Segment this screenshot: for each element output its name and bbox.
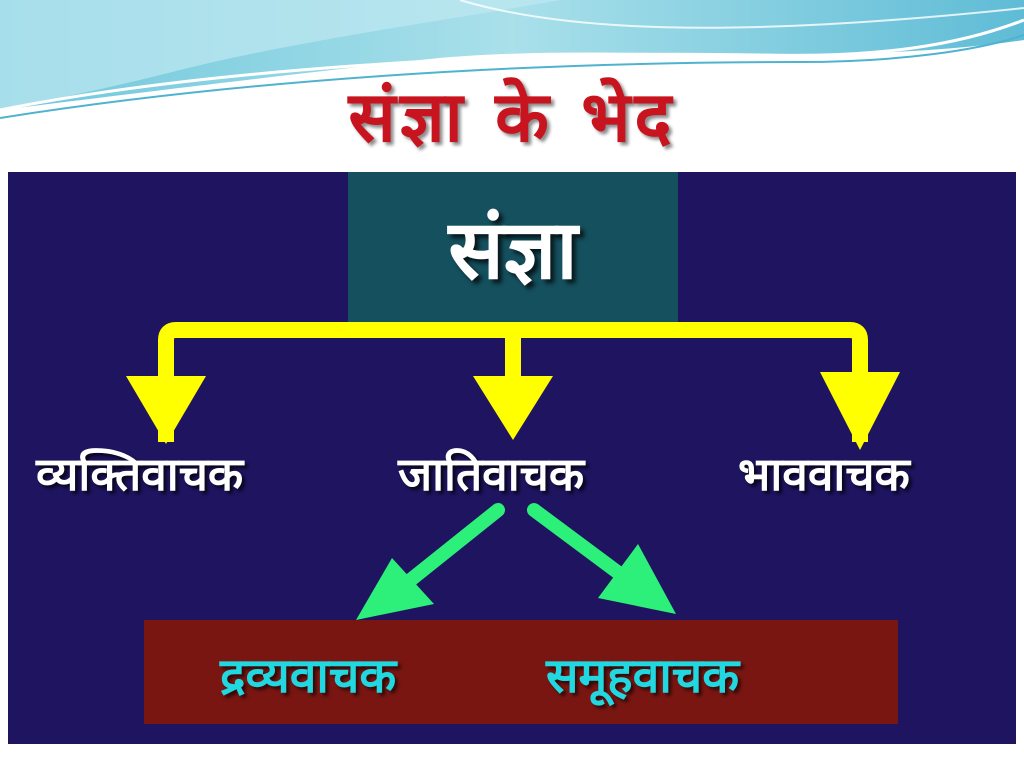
root-label: संज्ञा [448,203,578,298]
subtype-box: द्रव्यवाचक समूहवाचक [144,620,898,724]
green-arrow-left [356,503,505,620]
root-node: संज्ञा [348,172,678,322]
type-label-bhavvachak: भाववाचक [738,447,910,501]
diagram-panel: संज्ञा व्यक्तिवाचक जातिवाचक भाववाचक [8,172,1016,744]
yellow-connector [158,322,868,442]
type-label-vyaktivachak: व्यक्तिवाचक [36,447,244,501]
subtype-label-samoohvachak: समूहवाचक [546,648,740,704]
subtype-label-dravyavachak: द्रव्यवाचक [220,648,397,704]
green-arrow-right [527,503,676,614]
decorative-waves [0,0,1024,119]
slide-title: संज्ञा के भेद [348,76,676,158]
connector-arrows [126,322,900,620]
arrow-head-right [820,372,900,450]
arrow-head-center [473,376,553,440]
arrow-head-left [126,376,206,444]
type-label-jativachak: जातिवाचक [398,447,585,501]
